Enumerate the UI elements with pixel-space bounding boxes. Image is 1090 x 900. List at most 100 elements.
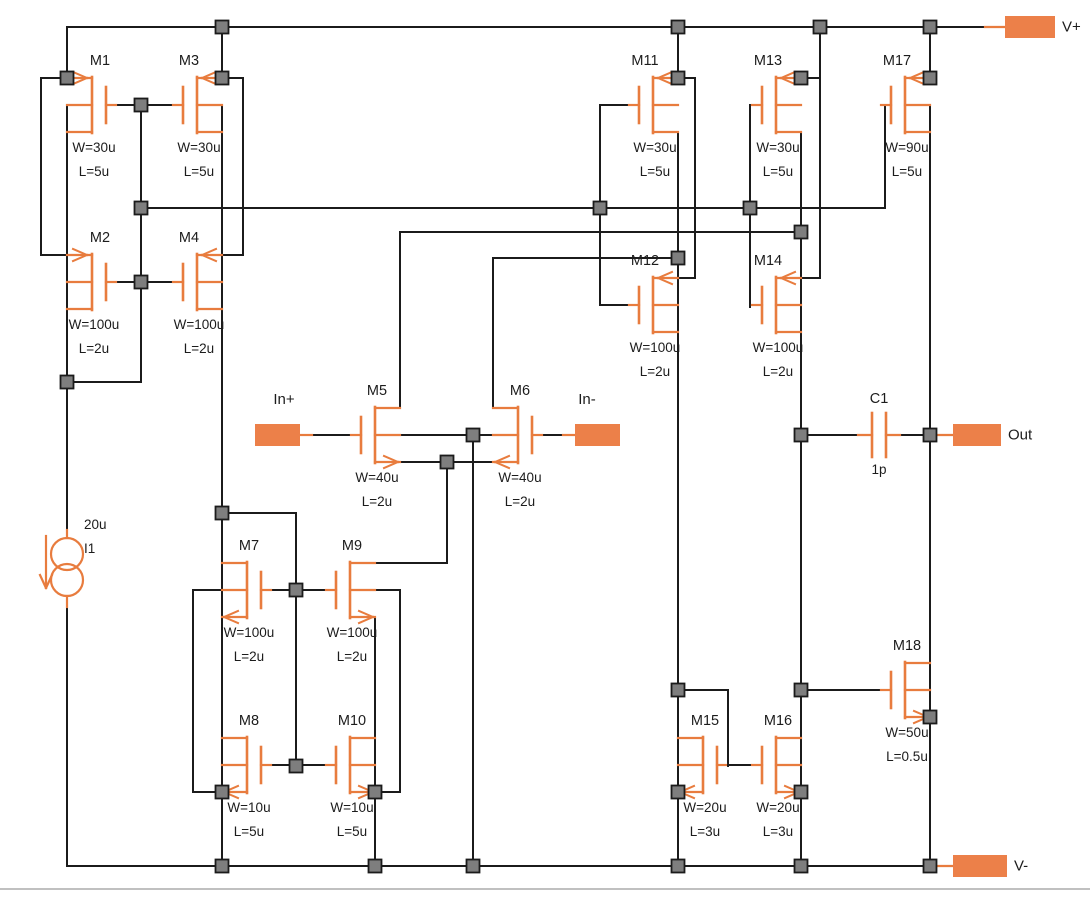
- junction-node: [59, 374, 75, 390]
- transistor-name: M9: [342, 538, 362, 554]
- junction-node: [592, 200, 608, 216]
- wire[interactable]: [374, 589, 401, 793]
- junction-node: [793, 427, 809, 443]
- source-arrow-icon: [493, 454, 511, 464]
- port-pad[interactable]: [953, 424, 1001, 446]
- port-inminus[interactable]: In-: [561, 391, 620, 446]
- transistor-width-label: W=30u: [72, 140, 115, 155]
- wire[interactable]: [399, 231, 802, 409]
- wire[interactable]: [677, 77, 696, 279]
- transistor-width-label: W=100u: [327, 625, 378, 640]
- port-pad[interactable]: [255, 424, 300, 446]
- current-arrow-icon: [38, 573, 48, 590]
- current-source-circle: [49, 562, 85, 598]
- junction-node: [742, 200, 758, 216]
- wire[interactable]: [40, 77, 68, 256]
- transistor-width-label: W=20u: [756, 800, 799, 815]
- wire[interactable]: [800, 26, 821, 279]
- transistor-name: M14: [754, 253, 782, 269]
- junction-node: [133, 274, 149, 290]
- transistor-length-label: L=2u: [763, 364, 793, 379]
- junction-node: [214, 858, 230, 874]
- junction-node: [812, 19, 828, 35]
- transistor-width-label: W=100u: [69, 317, 120, 332]
- port-pad[interactable]: [575, 424, 620, 446]
- transistor-length-label: L=2u: [362, 494, 392, 509]
- junction-node: [133, 97, 149, 113]
- wire[interactable]: [221, 77, 244, 256]
- port-pad[interactable]: [953, 855, 1007, 877]
- wire[interactable]: [677, 689, 729, 767]
- source-arrow-icon: [656, 76, 674, 86]
- source-arrow-icon: [222, 615, 240, 625]
- current-source-circle: [49, 536, 85, 572]
- transistor-width-label: W=100u: [224, 625, 275, 640]
- wire[interactable]: [221, 512, 297, 767]
- transistor-name: M16: [764, 713, 792, 729]
- source-arrow-icon: [71, 247, 89, 257]
- transistor-width-label: W=30u: [756, 140, 799, 155]
- port-inplus[interactable]: In+: [255, 391, 314, 446]
- source-arrow-icon: [71, 76, 89, 86]
- source-arrow-icon: [656, 270, 674, 280]
- source-arrow-icon: [357, 615, 375, 625]
- junction-node: [439, 454, 455, 470]
- transistor-length-label: L=5u: [234, 824, 264, 839]
- source-arrow-icon: [71, 70, 89, 80]
- junction-node: [670, 784, 686, 800]
- wire[interactable]: [374, 461, 448, 564]
- transistor-name: M7: [239, 538, 259, 554]
- transistor-length-label: L=2u: [337, 649, 367, 664]
- junction-node: [670, 682, 686, 698]
- port-out[interactable]: Out: [934, 424, 1033, 446]
- transistor-length-label: L=0.5u: [886, 749, 928, 764]
- transistor-name: M6: [510, 383, 530, 399]
- wire[interactable]: [192, 589, 223, 793]
- junction-node: [793, 858, 809, 874]
- port-label: In-: [578, 391, 596, 408]
- transistor-width-label: W=40u: [498, 470, 541, 485]
- port-pad[interactable]: [1005, 16, 1055, 38]
- wire[interactable]: [492, 257, 679, 409]
- transistor-name: M1: [90, 53, 110, 69]
- transistor-length-label: L=3u: [690, 824, 720, 839]
- source-arrow-icon: [908, 70, 926, 80]
- current-source-name: I1: [84, 541, 95, 556]
- port-vplus[interactable]: V+: [983, 16, 1081, 38]
- transistor-length-label: L=5u: [337, 824, 367, 839]
- transistor-width-label: W=50u: [885, 725, 928, 740]
- junction-node: [670, 70, 686, 86]
- source-arrow-icon: [200, 76, 218, 86]
- port-vminus[interactable]: V-: [934, 855, 1028, 877]
- source-arrow-icon: [200, 253, 218, 263]
- transistor-width-label: W=10u: [227, 800, 270, 815]
- transistor-name: M4: [179, 230, 199, 246]
- source-arrow-icon: [779, 276, 797, 286]
- junction-node: [214, 70, 230, 86]
- transistor-length-label: L=2u: [79, 341, 109, 356]
- source-arrow-icon: [908, 76, 926, 86]
- transistor-length-label: L=5u: [79, 164, 109, 179]
